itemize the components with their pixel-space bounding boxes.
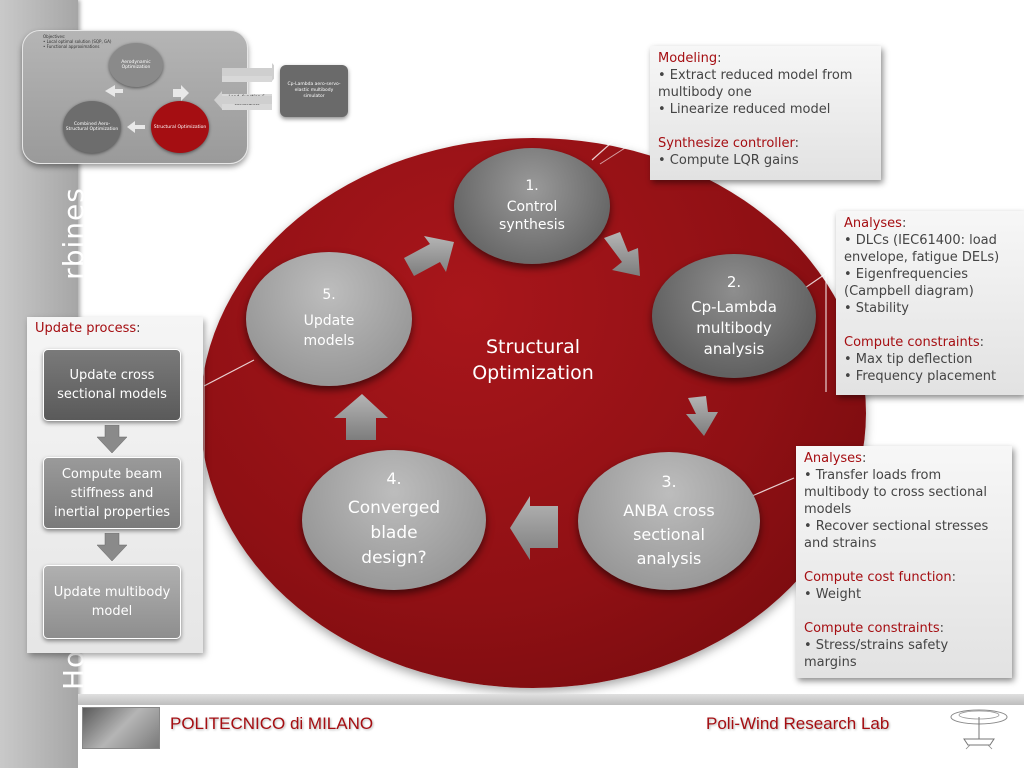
node-number: 4. [386,469,402,488]
thumb-right-arrow-icon [222,63,274,81]
thumb-arrow-icon [105,85,123,97]
callout-modeling: Modeling: • Extract reduced model from m… [650,46,881,180]
node-label: ANBA cross sectional analysis [623,500,715,568]
node-number: 5. [322,287,336,303]
thumb-objectives-line: • Local optimal solution (SQP, GA) [43,39,112,44]
footer-left-text: POLITECNICO di MILANO [170,714,374,733]
politecnico-building-photo [82,707,160,749]
callout-item: • Eigenfrequencies (Campbell diagram) [844,267,974,299]
callout-header: Modeling: [658,51,722,66]
thumb-node-combined: Combined Aero-Structural Optimization [63,101,121,153]
leonardo-helicopter-icon [950,709,1008,750]
thumb-node-structural: Structural Optimization [151,101,209,153]
center-title: Structural Optimization [472,336,594,384]
thumb-objectives: Objectives: • Local optimal solution (SQ… [43,34,163,49]
down-arrow-icon [97,425,127,453]
overview-thumbnail: Objectives: • Local optimal solution (SQ… [22,30,248,164]
footer-bar [78,694,1024,705]
update-process-title: Update process: [35,321,141,336]
callout-header: Compute constraints: [844,335,985,350]
callout-header: Compute cost function: [804,570,957,585]
node-control-synthesis: 1. Control synthesis [454,148,610,264]
thumb-arrow-icon [173,85,189,101]
thumb-node-aero: Aerodynamic Optimization [109,43,163,87]
thumb-left-arrow-icon [214,91,272,109]
update-step-box: Update cross sectional models [43,349,181,421]
node-update-models: 5. Update models [246,252,412,386]
thumb-arrows [105,85,189,133]
node-label: Update models [303,313,355,349]
callout-item: • DLCs (IEC61400: load envelope, fatigue… [844,233,1000,265]
callout-item: • Frequency placement [844,369,997,384]
node-cp-lambda: 2. Cp-Lambda multibody analysis [652,254,816,378]
node-converged: 4. Converged blade design? [302,450,486,590]
node-label: Control synthesis [499,199,565,233]
node-number: 2. [726,272,742,291]
node-label: Converged blade design? [347,498,441,568]
node-number: 3. [661,471,677,491]
node-number: 1. [525,178,539,194]
update-step-box: Compute beam stiffness and inertial prop… [43,457,181,529]
footer-right-text: Poli-Wind Research Lab [706,714,890,733]
thumb-objectives-line: • Functional approximations [43,44,100,49]
update-process-panel: Update process: Update cross sectional m… [27,317,203,653]
callout-item: • Transfer loads from multibody to cross… [804,468,987,517]
node-anba: 3. ANBA cross sectional analysis [578,452,760,590]
callout-item: • Weight [804,587,862,602]
thumb-connector-arrows [214,63,274,109]
footer [78,705,1024,768]
callout-item: • Max tip deflection [844,352,973,367]
callout-analyses-multibody: Analyses: • DLCs (IEC61400: load envelop… [836,211,1024,395]
update-step-label: Compute beam stiffness and inertial prop… [54,466,170,520]
callout-item: • Stress/strains safety margins [804,638,949,670]
callout-header: Synthesize controller: [658,136,800,151]
callout-analyses-anba: Analyses: • Transfer loads from multibod… [796,446,1012,678]
callout-header: Analyses: [844,216,907,231]
thumb-objectives-line: Objectives: [43,34,66,39]
callout-item: • Recover sectional stresses and strains [804,519,989,551]
callout-item: • Linearize reduced model [658,102,831,117]
callout-header: Compute constraints: [804,621,945,636]
thumb-simulator-box: Cp-Lambda aero-servo-elastic multibody s… [280,65,348,117]
update-step-label: Update multibody model [53,585,171,619]
update-step-box: Update multibody model [43,565,181,639]
callout-header: Analyses: [804,451,867,466]
callout-item: • Stability [844,301,909,316]
thumb-arrow-icon [127,121,145,133]
callout-item: • Extract reduced model from multibody o… [658,68,853,100]
down-arrow-icon [97,533,127,561]
update-step-label: Update cross sectional models [57,368,167,402]
callout-item: • Compute LQR gains [658,153,799,168]
node-label: Cp-Lambda multibody analysis [691,297,777,358]
